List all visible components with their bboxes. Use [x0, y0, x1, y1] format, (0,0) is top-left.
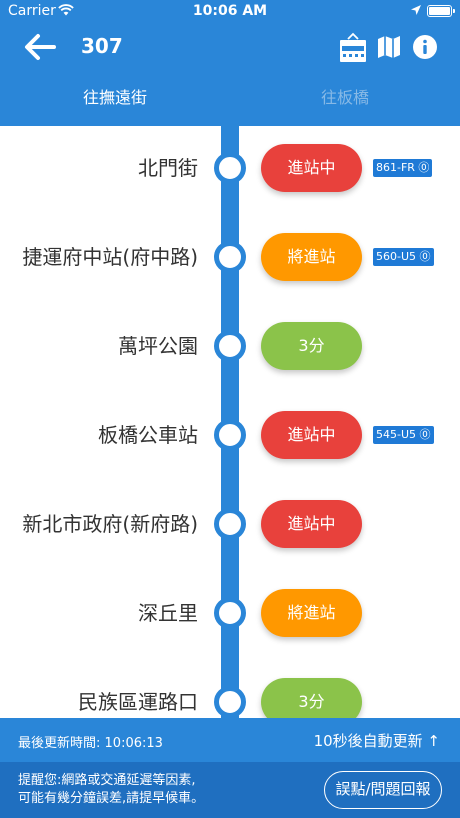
battery-icon — [427, 5, 455, 17]
stop-marker — [214, 686, 246, 718]
stop-row[interactable]: 深丘里 將進站 — [0, 583, 460, 643]
eta-badge: 3分 — [261, 322, 362, 370]
eta-badge: 進站中 — [261, 144, 362, 192]
stop-name: 北門街 — [138, 156, 198, 180]
last-updated: 最後更新時間: 10:06:13 — [18, 736, 163, 751]
wifi-icon — [58, 4, 74, 16]
notice-bar: 提醒您:網路或交通延遲等因素, 可能有幾分鐘誤差,請提早候車。 誤點/問題回報 — [0, 762, 460, 818]
tab-to-fuyuan-street[interactable]: 往撫遠街 — [82, 88, 147, 107]
hotel-icon[interactable] — [338, 32, 368, 64]
active-tab-indicator — [0, 123, 230, 126]
bus-plate-badge: 560-U5 ⓪ — [373, 248, 434, 266]
map-icon[interactable] — [376, 34, 402, 60]
report-delay-button[interactable]: 誤點/問題回報 — [324, 771, 442, 809]
bus-plate-badge: 861-FR ⓪ — [373, 159, 433, 177]
stop-name: 板橋公車站 — [98, 423, 198, 447]
stop-row[interactable]: 民族區運路口 3分 — [0, 672, 460, 732]
direction-tabs: 往撫遠街 往板橋 — [0, 70, 460, 126]
eta-badge: 進站中 — [261, 411, 362, 459]
stop-name: 新北市政府(新府路) — [22, 512, 198, 536]
eta-badge: 將進站 — [261, 589, 362, 637]
location-arrow-icon — [411, 5, 421, 15]
eta-badge: 進站中 — [261, 500, 362, 548]
stop-row[interactable]: 新北市政府(新府路) 進站中 — [0, 494, 460, 554]
tab-to-banqiao[interactable]: 往板橋 — [320, 88, 369, 107]
stop-row[interactable]: 捷運府中站(府中路) 將進站 560-U5 ⓪ — [0, 227, 460, 287]
status-bar: Carrier 10:06 AM — [0, 0, 460, 24]
eta-badge: 將進站 — [261, 233, 362, 281]
clock: 10:06 AM — [192, 3, 268, 19]
stop-marker — [214, 597, 246, 629]
stop-row[interactable]: 萬坪公園 3分 — [0, 316, 460, 376]
last-updated-time: 10:06:13 — [104, 736, 163, 751]
stop-marker — [214, 419, 246, 451]
stop-name: 萬坪公園 — [118, 334, 198, 358]
auto-refresh-label[interactable]: 10秒後自動更新 ↑ — [313, 732, 440, 750]
update-bar: 最後更新時間: 10:06:13 10秒後自動更新 ↑ — [0, 718, 460, 762]
stop-row[interactable]: 板橋公車站 進站中 545-U5 ⓪ — [0, 405, 460, 465]
stop-marker — [214, 152, 246, 184]
stop-marker — [214, 241, 246, 273]
bus-plate-badge: 545-U5 ⓪ — [373, 426, 434, 444]
stop-row[interactable]: 北門街 進站中 861-FR ⓪ — [0, 138, 460, 198]
route-number: 307 — [81, 34, 123, 58]
info-icon[interactable] — [412, 34, 438, 60]
carrier-label: Carrier — [8, 3, 56, 19]
delay-notice: 提醒您:網路或交通延遲等因素, 可能有幾分鐘誤差,請提早候車。 — [18, 773, 205, 806]
stop-name: 捷運府中站(府中路) — [22, 245, 198, 269]
stop-marker — [214, 330, 246, 362]
nav-bar: 307 — [0, 24, 460, 70]
stop-marker — [214, 508, 246, 540]
stop-name: 民族區運路口 — [78, 690, 198, 714]
stop-name: 深丘里 — [138, 601, 198, 625]
back-arrow-icon[interactable] — [22, 31, 58, 63]
